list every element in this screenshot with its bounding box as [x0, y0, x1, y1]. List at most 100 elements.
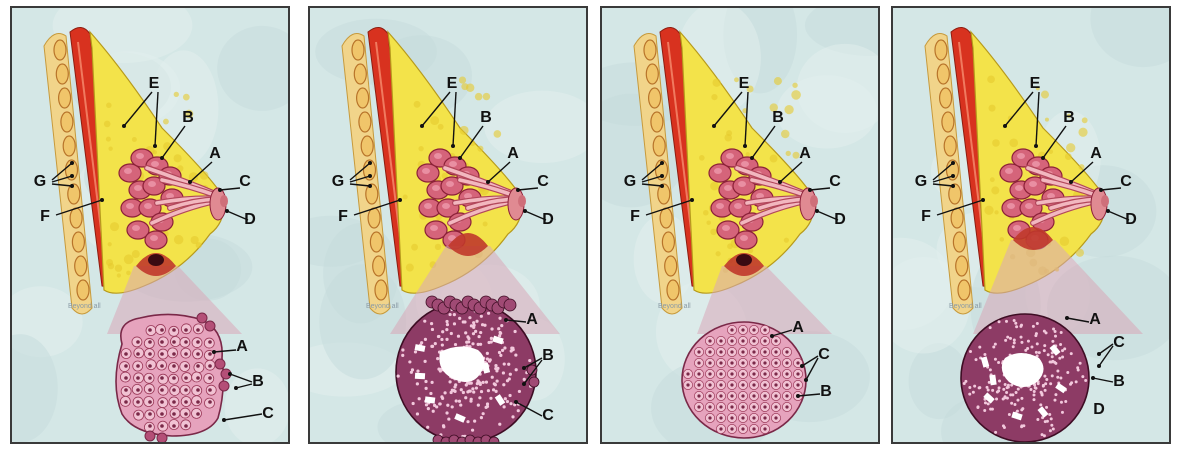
leader-dot [212, 350, 216, 354]
inset-solid-round-mass [682, 322, 806, 438]
cell-nucleus [697, 394, 700, 397]
cell-nucleus [136, 364, 140, 368]
cell-nucleus [172, 328, 176, 332]
breast-label-c: C [537, 173, 549, 190]
cell-nucleus [741, 405, 744, 408]
fat-lobule-dot [990, 177, 995, 182]
leader-dot [153, 144, 157, 148]
cell-nucleus [752, 394, 755, 397]
fat-lobule-dot [770, 155, 778, 163]
cell-speck [1007, 384, 1010, 387]
lobule-highlight [136, 153, 144, 159]
cell-nucleus [719, 372, 722, 375]
cell-nucleus [730, 394, 733, 397]
fat-lobule-dot [108, 147, 112, 151]
cell-speck [1084, 379, 1087, 382]
lobule-highlight [1013, 225, 1021, 231]
fat-lobule-dot [174, 154, 182, 162]
cell-nucleus [208, 340, 212, 344]
fat-lobule-dot [153, 150, 157, 154]
cell-nucleus [763, 372, 766, 375]
fat-lobule-dot [418, 146, 423, 151]
cell-nucleus [172, 376, 176, 380]
cell-speck [464, 396, 467, 399]
fat-lobule-dot [989, 105, 996, 112]
cell-nucleus [136, 400, 140, 404]
budding-cell [145, 431, 155, 441]
cell-speck [994, 343, 997, 346]
rib [75, 256, 87, 276]
fat-lobule-dot [459, 76, 466, 83]
fat-lobule-dot [183, 94, 190, 101]
rib [56, 64, 68, 84]
cell-nucleus [774, 383, 777, 386]
cell-speck [1058, 357, 1061, 360]
leader-dot [1097, 364, 1101, 368]
cell-speck [1060, 401, 1063, 404]
inset-label-d: D [1093, 401, 1105, 418]
cell-nucleus [774, 372, 777, 375]
cell-nucleus [124, 352, 128, 356]
lobule-highlight [148, 181, 156, 187]
breast-label-b: B [480, 109, 492, 126]
cell-nucleus [741, 372, 744, 375]
fat-lobule-dot [132, 137, 137, 142]
breast-label-a: A [507, 145, 519, 162]
gland-space [415, 373, 425, 380]
cell-speck [1016, 399, 1019, 402]
lobule-highlight [442, 203, 450, 209]
cell-speck [1020, 397, 1023, 400]
cell-nucleus [160, 400, 164, 404]
cell-speck [989, 368, 992, 371]
cell-nucleus [184, 388, 188, 392]
cell-nucleus [774, 361, 777, 364]
fat-lobule-dot [106, 259, 113, 266]
cell-speck [500, 324, 503, 327]
lobule-highlight [740, 235, 748, 241]
lobule-highlight [734, 203, 742, 209]
inset-label-c: C [818, 346, 830, 363]
cell-nucleus [796, 383, 799, 386]
background-blotch [319, 264, 406, 379]
cell-speck [1004, 339, 1007, 342]
cell-speck [528, 359, 531, 362]
cell-speck [468, 316, 471, 319]
leader-dot [70, 174, 74, 178]
breast-label-b: B [1063, 109, 1075, 126]
cell-speck [498, 351, 501, 354]
cell-speck [506, 379, 509, 382]
cell-speck [437, 335, 440, 338]
cell-nucleus [196, 340, 200, 344]
lobule-highlight [430, 225, 438, 231]
cell-speck [471, 429, 474, 432]
cell-speck [1014, 322, 1017, 325]
cell-nucleus [172, 352, 176, 356]
cell-nucleus [136, 412, 140, 416]
cell-speck [472, 321, 475, 324]
cell-speck [458, 317, 461, 320]
lobule-highlight [714, 168, 722, 174]
rib [935, 40, 947, 60]
cell-speck [1066, 371, 1069, 374]
leader-dot [804, 378, 808, 382]
cell-speck [464, 331, 467, 334]
lobule-highlight [134, 185, 142, 191]
rib [937, 64, 949, 84]
leader-dot [522, 382, 526, 386]
leader-dot [1099, 188, 1103, 192]
cell-speck [454, 343, 457, 346]
fat-lobule-dot [781, 130, 790, 139]
cell-nucleus [730, 339, 733, 342]
cell-speck [1049, 382, 1052, 385]
cell-nucleus [708, 405, 711, 408]
leader-dot [70, 161, 74, 165]
cell-speck [523, 378, 526, 381]
fat-lobule-dot [791, 90, 801, 100]
cell-speck [1039, 403, 1042, 406]
budding-cell [504, 299, 516, 311]
cell-speck [448, 380, 451, 383]
rib [658, 184, 670, 204]
breast-label-f: F [921, 208, 931, 225]
cell-nucleus [708, 350, 711, 353]
cell-nucleus [172, 340, 176, 344]
